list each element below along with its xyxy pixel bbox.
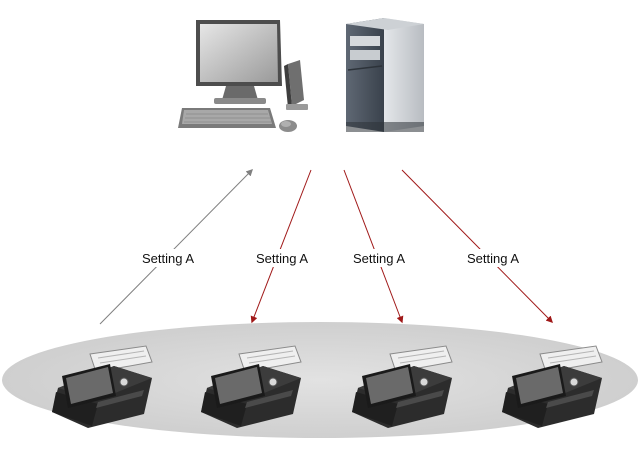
tower-server-icon [346, 18, 424, 132]
arrow-label-scanner-2: Setting A [353, 251, 405, 266]
scanner-group-area [2, 322, 638, 438]
distribute-arrow-3 [401, 169, 553, 323]
arrow-label-scanner-3: Setting A [467, 251, 519, 266]
arrow-label-scanner-1: Setting A [256, 251, 308, 266]
distribute-arrow-1 [250, 169, 312, 324]
desktop-pc-icon [178, 20, 308, 132]
distribute-arrow-2 [343, 169, 404, 324]
upload-arrow [99, 169, 253, 325]
arrow-label-upload: Setting A [142, 251, 194, 266]
